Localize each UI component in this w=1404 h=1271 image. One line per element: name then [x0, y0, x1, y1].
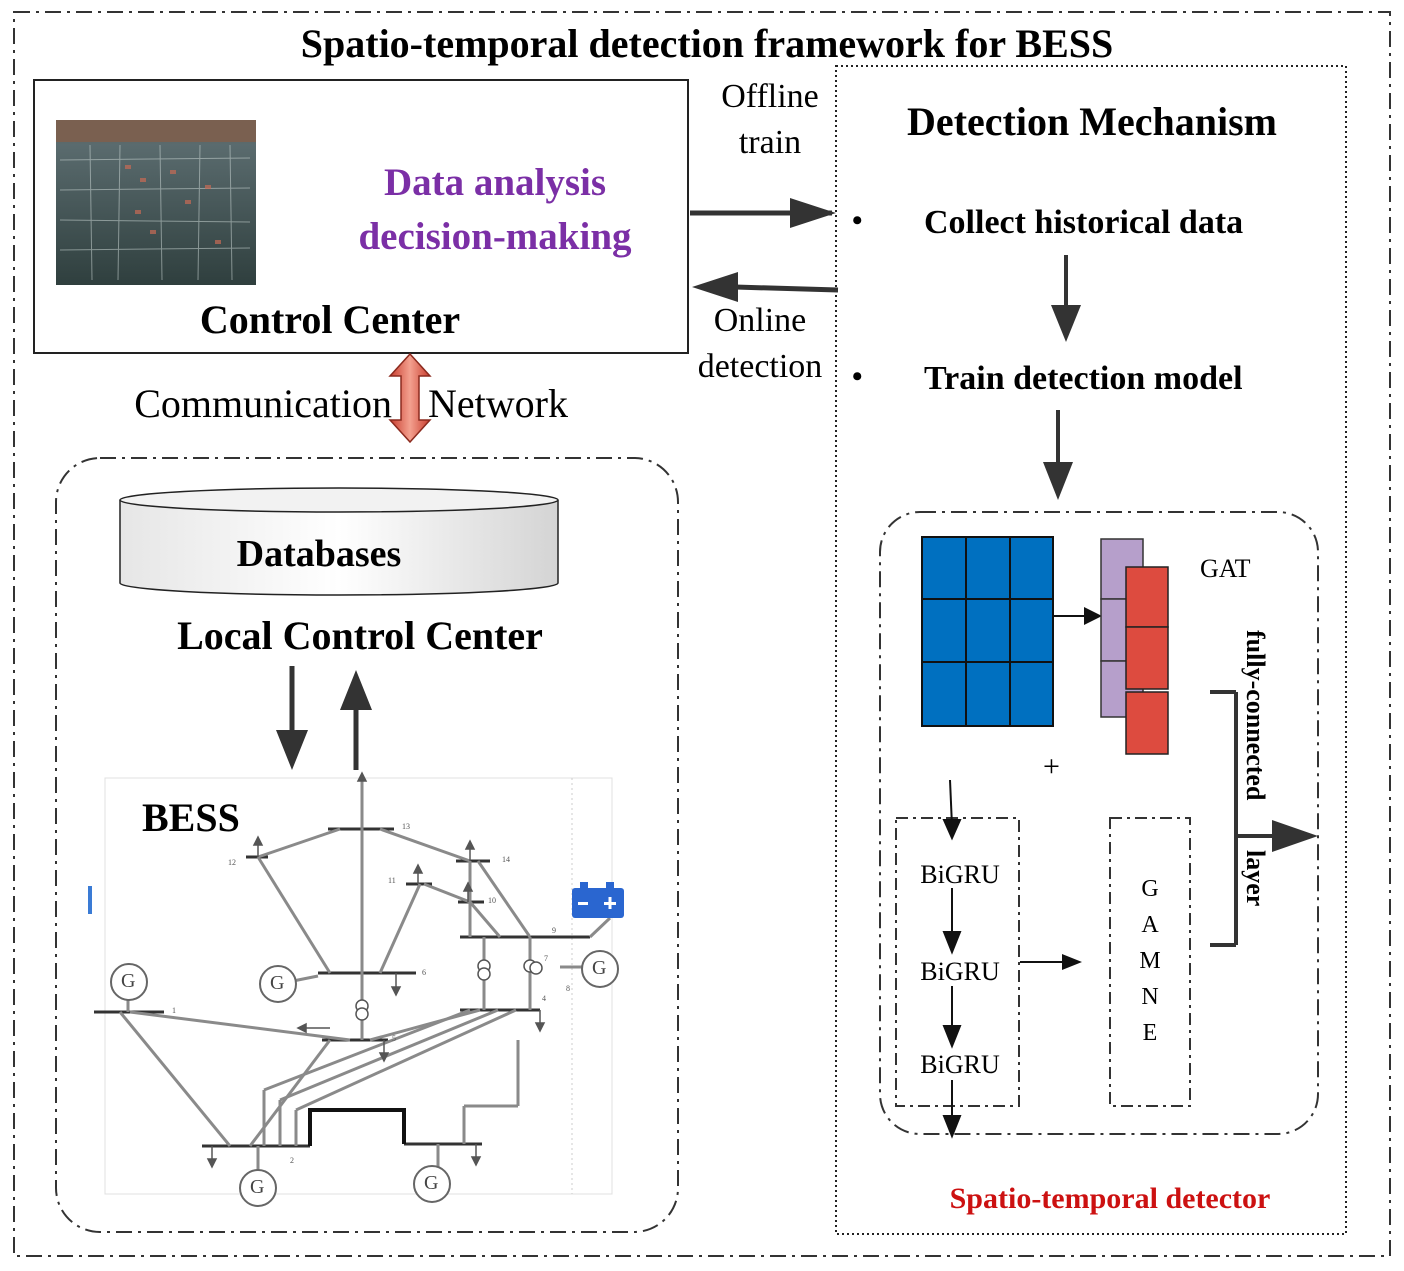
- grid-figure-frame: [104, 777, 613, 1195]
- generator-2: [239, 1169, 277, 1207]
- offline-label-2: train: [738, 124, 802, 161]
- gat-label: GAT: [1200, 554, 1251, 583]
- generator-3-label: G: [424, 1172, 439, 1194]
- communication-double-arrow: [388, 352, 432, 444]
- bus-number: 12: [228, 858, 236, 867]
- bus-number: 5: [392, 1034, 396, 1043]
- battery-icon: [572, 882, 624, 918]
- gamne-letter: E: [1142, 1020, 1158, 1046]
- bigru-label-1: BiGRU: [920, 860, 1000, 889]
- feature-grid: [921, 536, 1054, 727]
- generator-6: [259, 965, 297, 1003]
- communication-label: Communication: [134, 381, 392, 426]
- bus-number: 2: [290, 1156, 294, 1165]
- analysis-line-1: Data analysis: [383, 161, 607, 204]
- page-title: Spatio-temporal detection framework for …: [300, 21, 1114, 66]
- network-label: Network: [428, 381, 568, 426]
- gamne-box: [1109, 817, 1191, 1107]
- gat-red-stack: [1125, 566, 1169, 755]
- generator-3: [413, 1165, 451, 1203]
- step-train-model: Train detection model: [924, 360, 1243, 397]
- control-center-label: Control Center: [199, 297, 461, 342]
- gamne-letter: G: [1141, 876, 1159, 902]
- generator-2-label: G: [250, 1176, 265, 1198]
- gamne-letter: N: [1141, 984, 1159, 1010]
- generator-1: [110, 963, 148, 1001]
- local-control-center-label: Local Control Center: [177, 613, 543, 658]
- plus-sign: +: [1043, 750, 1060, 783]
- online-label-1: Online: [713, 302, 807, 339]
- step-bullet-2: •: [852, 360, 863, 393]
- bigru-label-3: BiGRU: [920, 1050, 1000, 1079]
- outer-frame: [13, 11, 1391, 1257]
- local-region-box: [55, 457, 679, 1233]
- bus-number: 8: [566, 984, 570, 993]
- fully-connected-label: fully-connected: [1241, 630, 1270, 801]
- ieee14-grid: [94, 780, 612, 1170]
- bus-number: 7: [544, 954, 548, 963]
- local-exchange-arrows: [276, 666, 372, 770]
- bigru-label-2: BiGRU: [920, 957, 1000, 986]
- bigru-box: [895, 817, 1020, 1107]
- detection-mechanism-title: Detection Mechanism: [907, 99, 1277, 144]
- spatio-temporal-detector-label: Spatio-temporal detector: [949, 1182, 1271, 1215]
- bus-number: 10: [488, 896, 496, 905]
- detector-box: [879, 511, 1319, 1135]
- generator-8: [581, 950, 619, 988]
- generator-6-label: G: [270, 972, 285, 994]
- bus-number: 9: [552, 926, 556, 935]
- step-bullet-1: •: [852, 204, 863, 237]
- generator-1-label: G: [121, 970, 136, 992]
- online-label-2: detection: [697, 348, 823, 385]
- generator-8-label: G: [592, 957, 607, 979]
- database-cylinder: [119, 487, 559, 596]
- bus-number: 1: [172, 1006, 176, 1015]
- layer-label: layer: [1241, 850, 1270, 907]
- bigru-chain-arrows: [942, 779, 962, 1139]
- online-detection-arrow: [734, 284, 839, 293]
- bess-label: BESS: [142, 795, 240, 840]
- bus-number: 11: [388, 876, 396, 885]
- databases-label: Databases: [236, 533, 402, 575]
- bus-number: 4: [542, 994, 546, 1003]
- analysis-line-2: decision-making: [358, 215, 632, 258]
- control-room-photo: [56, 120, 256, 285]
- detection-mechanism-box: [835, 65, 1347, 1235]
- step-collect-data: Collect historical data: [924, 204, 1244, 241]
- fc-output-arrow: [1272, 820, 1318, 852]
- gamne-letter: M: [1139, 948, 1161, 974]
- bus-number: 6: [422, 968, 426, 977]
- bus-number: 13: [402, 822, 410, 831]
- gamne-letter: A: [1141, 912, 1159, 938]
- offline-label-1: Offline: [721, 78, 819, 115]
- bus-number: 14: [502, 855, 510, 864]
